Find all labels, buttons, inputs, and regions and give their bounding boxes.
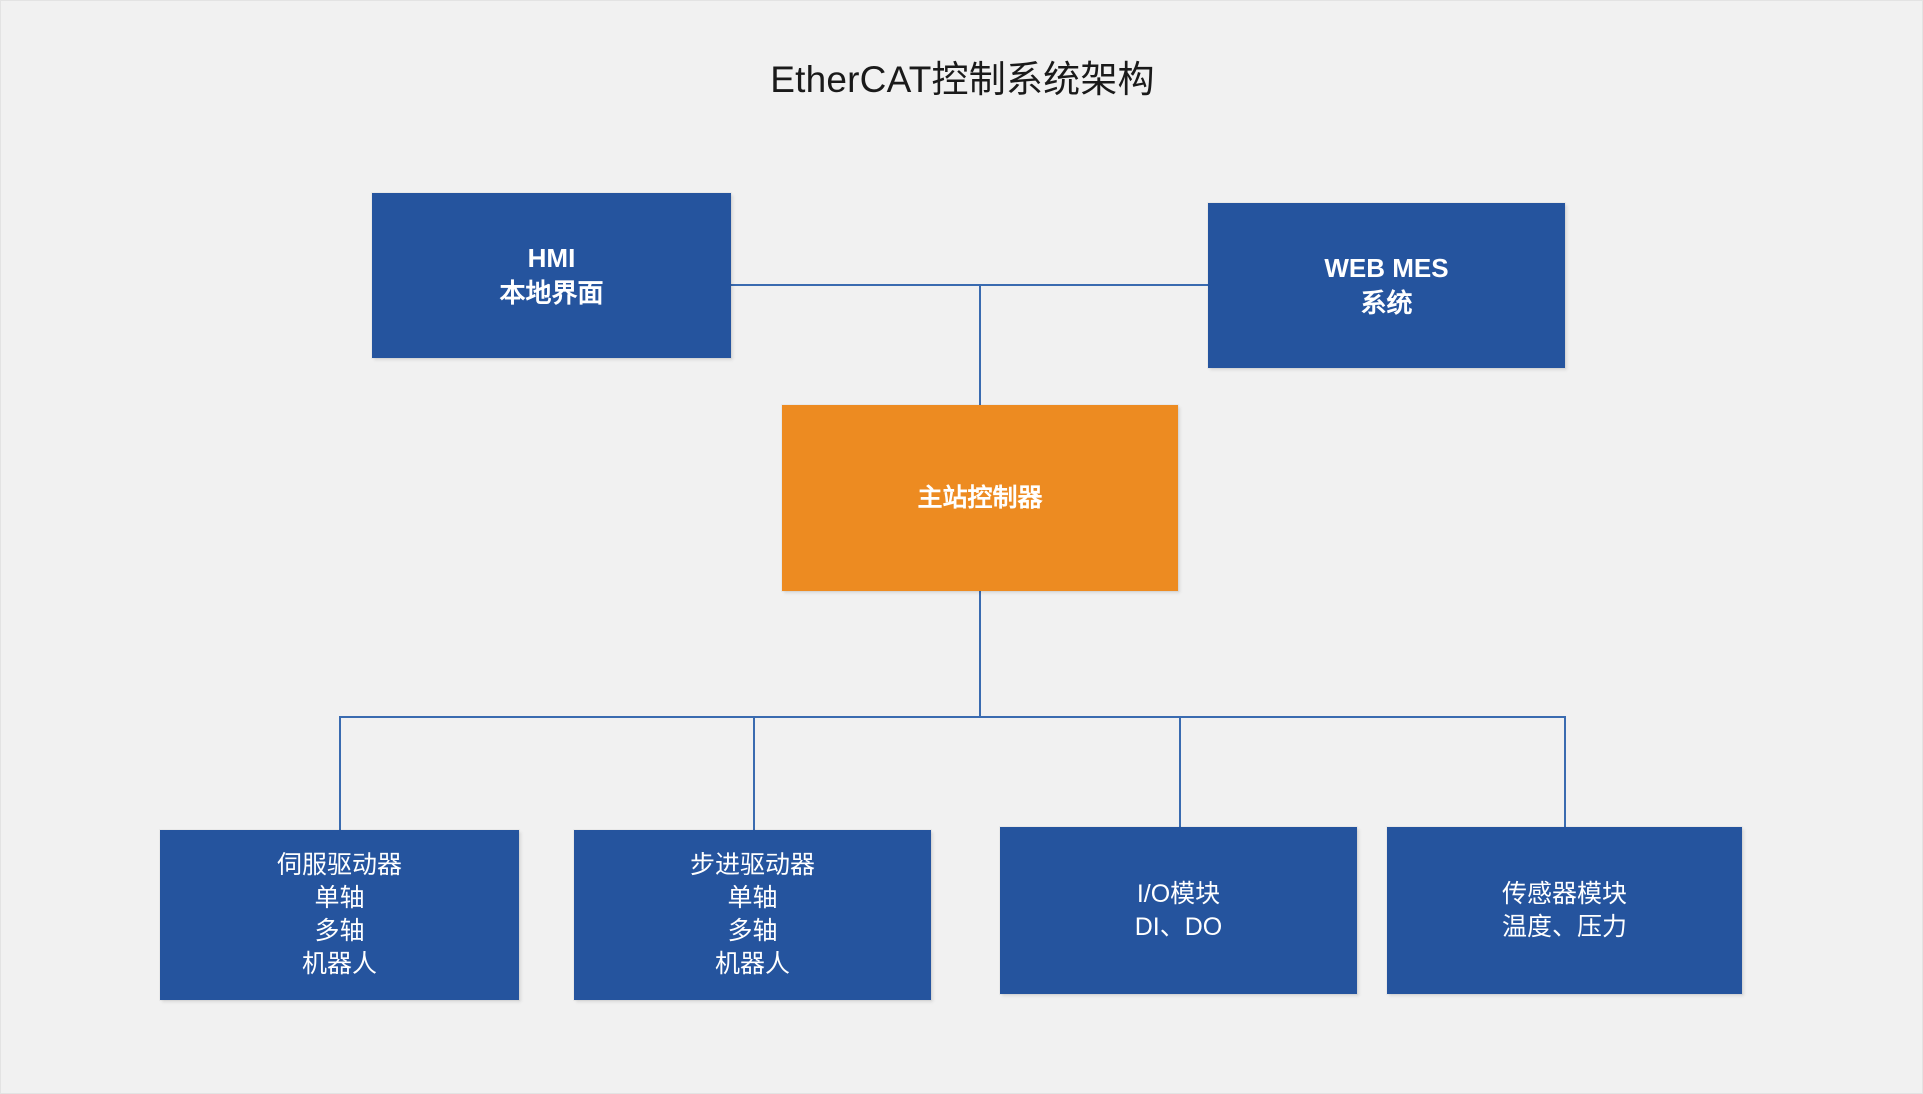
connector-drop-sensor (1564, 716, 1566, 828)
node-sensor-module[interactable]: 传感器模块 温度、压力 (1387, 827, 1742, 994)
node-servo-driver[interactable]: 伺服驱动器 单轴 多轴 机器人 (160, 830, 519, 1000)
connector-bus-to-master (979, 284, 981, 406)
node-stepper-driver-line-3: 多轴 (727, 917, 778, 945)
node-hmi-line-2: 本地界面 (499, 277, 604, 308)
node-servo-driver-line-2: 单轴 (314, 884, 365, 912)
node-io-module-line-1: I/O模块 (1136, 879, 1221, 908)
node-stepper-driver-line-1: 步进驱动器 (689, 851, 815, 879)
connector-drop-servo (339, 716, 341, 831)
node-stepper-driver-line-2: 单轴 (727, 884, 778, 912)
node-master-controller[interactable]: 主站控制器 (782, 405, 1178, 591)
node-stepper-driver-line-4: 机器人 (714, 950, 790, 978)
node-servo-driver-line-4: 机器人 (301, 950, 377, 978)
connector-drop-stepper (753, 716, 755, 831)
node-sensor-module-line-2: 温度、压力 (1501, 912, 1627, 941)
page-title: EtherCAT控制系统架构 (770, 59, 1155, 100)
node-web-mes-line-1: WEB MES (1324, 253, 1449, 284)
node-hmi-line-1: HMI (527, 243, 576, 274)
node-sensor-module-line-1: 传感器模块 (1501, 879, 1627, 908)
node-web-mes-line-2: 系统 (1360, 287, 1413, 318)
node-master-controller-line-1: 主站控制器 (917, 483, 1043, 512)
node-servo-driver-line-1: 伺服驱动器 (276, 851, 402, 879)
node-servo-driver-line-3: 多轴 (314, 917, 365, 945)
connector-fanout-bus (339, 716, 1566, 718)
connector-drop-io (1179, 716, 1181, 828)
node-hmi[interactable]: HMI 本地界面 (372, 193, 731, 358)
node-io-module[interactable]: I/O模块 DI、DO (1000, 827, 1357, 994)
connector-master-to-fanout (979, 590, 981, 717)
node-io-module-line-2: DI、DO (1134, 912, 1223, 941)
connector-hmi-mes-bus (731, 284, 1209, 286)
node-stepper-driver[interactable]: 步进驱动器 单轴 多轴 机器人 (574, 830, 931, 1000)
node-web-mes[interactable]: WEB MES 系统 (1208, 203, 1565, 368)
